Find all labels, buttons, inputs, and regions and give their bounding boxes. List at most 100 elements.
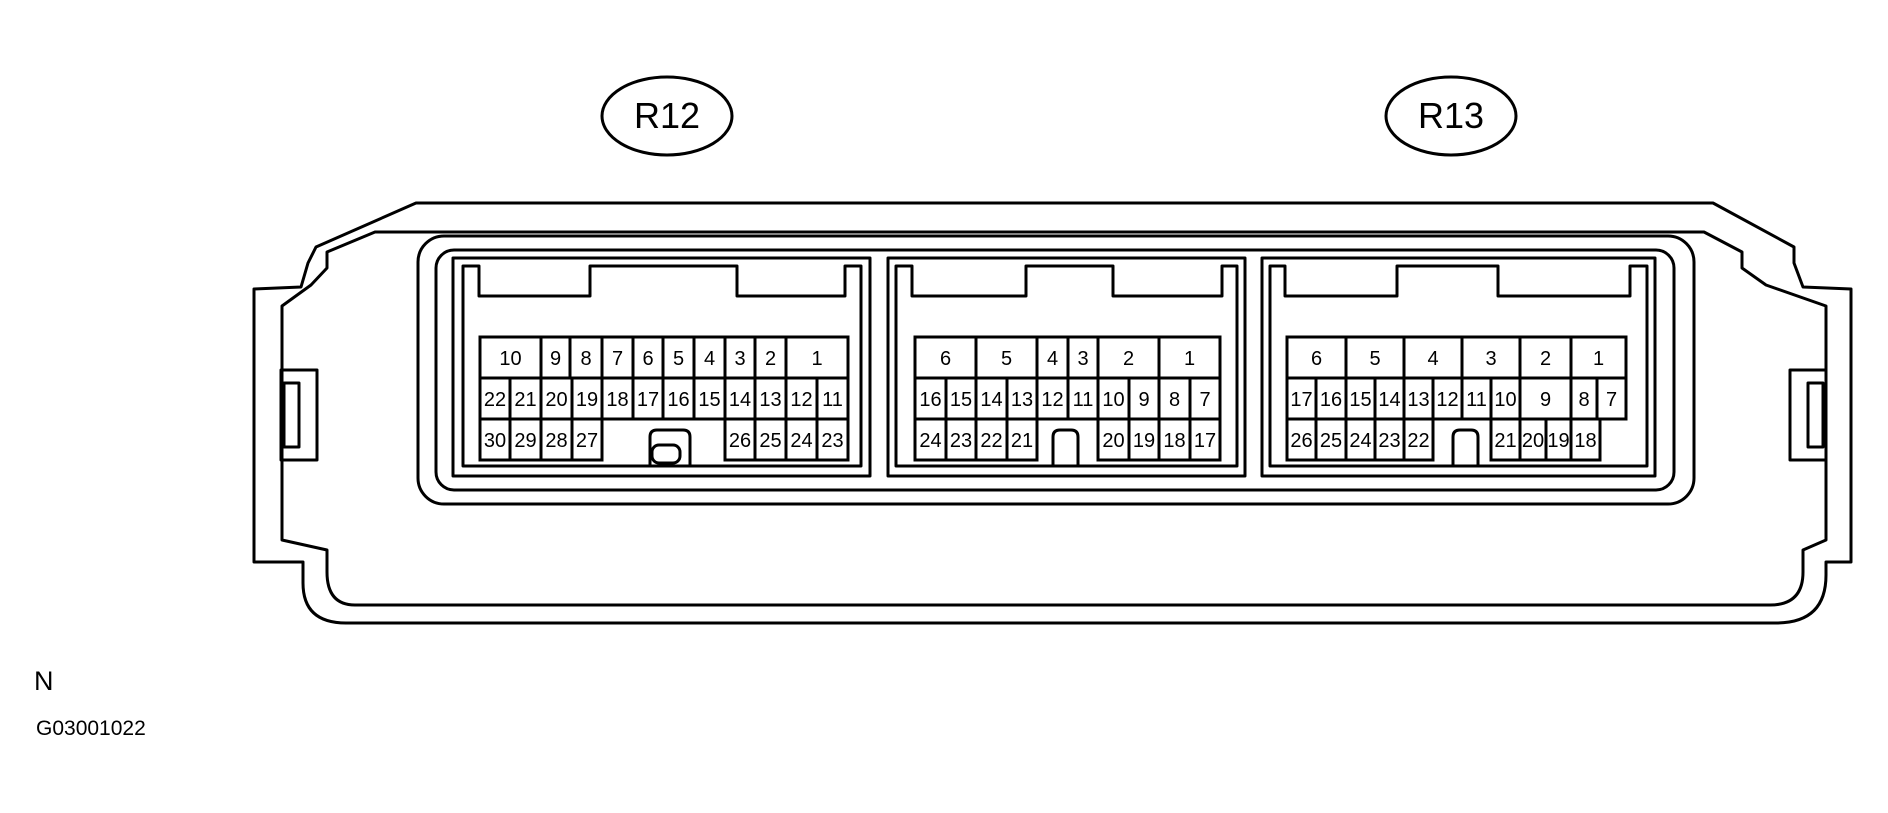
callout-label: R13 (1418, 95, 1484, 136)
pin-number: 28 (545, 430, 567, 452)
pin-number: 4 (704, 348, 715, 370)
keying-notch (648, 428, 692, 466)
pin-number: 5 (673, 348, 684, 370)
pin-number: 7 (1606, 389, 1617, 411)
pin-cell (1005, 417, 1039, 462)
pin-number: 15 (950, 389, 972, 411)
pin-number: 2 (765, 348, 776, 370)
pin-number: 2 (1123, 348, 1134, 370)
pin-number: 3 (1077, 348, 1088, 370)
pin-number: 3 (734, 348, 745, 370)
connector-shell-mid (886, 256, 1247, 478)
pin-number: 20 (545, 389, 567, 411)
pin-number: 16 (667, 389, 689, 411)
pin-number: 14 (1378, 389, 1400, 411)
pin-number: 27 (576, 430, 598, 452)
pin-number: 1 (1593, 348, 1604, 370)
pin-number: 4 (1427, 348, 1438, 370)
pin-number: 26 (729, 430, 751, 452)
connector-shell-r12 (451, 256, 872, 478)
right-latch (1788, 368, 1828, 462)
pin-number: 18 (1163, 430, 1185, 452)
face-plate-outer (416, 234, 1696, 506)
pin-number: 1 (1184, 348, 1195, 370)
pin-number: 9 (550, 348, 561, 370)
left-latch-inner (282, 381, 301, 449)
pin-number: 8 (1578, 389, 1589, 411)
pin-number: 22 (980, 430, 1002, 452)
pin-number: 6 (642, 348, 653, 370)
pin-number: 15 (698, 389, 720, 411)
pin-cell (815, 417, 850, 462)
pin-number: 9 (1540, 389, 1551, 411)
pin-number: 7 (612, 348, 623, 370)
callout-label: R12 (634, 95, 700, 136)
pin-number: 3 (1485, 348, 1496, 370)
pin-number: 16 (1320, 389, 1342, 411)
pin-number: 11 (1466, 389, 1487, 411)
pin-number: 14 (729, 389, 751, 411)
pin-number: 24 (919, 430, 941, 452)
pin-number: 13 (1407, 389, 1429, 411)
pin-number: 17 (1194, 430, 1216, 452)
pin-number: 17 (1290, 389, 1312, 411)
pin-number: 11 (822, 389, 843, 411)
right-latch-inner (1806, 381, 1825, 449)
pin-number: 16 (919, 389, 941, 411)
pin-cell (1569, 417, 1602, 462)
pin-number: 26 (1290, 430, 1312, 452)
pin-number: 5 (1369, 348, 1380, 370)
pin-number: 10 (1494, 389, 1516, 411)
left-latch (279, 368, 319, 462)
pin-number: 12 (790, 389, 812, 411)
connector-hood-r13 (1268, 264, 1649, 468)
pin-number: 12 (1041, 389, 1063, 411)
connector-shell-r13 (1260, 256, 1657, 478)
pin-number: 6 (940, 348, 951, 370)
pin-number: 30 (484, 430, 506, 452)
pin-number: 10 (499, 348, 521, 370)
pin-number: 18 (1574, 430, 1596, 452)
pin-number: 22 (484, 389, 506, 411)
orientation-label: N (34, 666, 54, 696)
pin-number: 29 (514, 430, 536, 452)
pin-number: 11 (1073, 389, 1094, 411)
pin-number: 24 (1349, 430, 1371, 452)
pin-number: 15 (1349, 389, 1371, 411)
keying-notch (1451, 428, 1480, 466)
pin-number: 23 (1378, 430, 1400, 452)
pin-number: 5 (1001, 348, 1012, 370)
pin-number: 25 (759, 430, 781, 452)
face-plate-inner (434, 248, 1676, 492)
pin-number: 9 (1138, 389, 1149, 411)
pin-number: 14 (980, 389, 1002, 411)
pin-number: 24 (790, 430, 812, 452)
pin-number: 13 (759, 389, 781, 411)
pin-number: 10 (1102, 389, 1124, 411)
pin-number: 22 (1407, 430, 1429, 452)
pin-number: 20 (1102, 430, 1124, 452)
pin-number: 7 (1199, 389, 1210, 411)
pin-number: 4 (1047, 348, 1058, 370)
pin-cell (570, 417, 604, 462)
key-slot (650, 443, 682, 465)
housing-inner (280, 230, 1828, 607)
pin-number: 8 (580, 348, 591, 370)
pin-number: 19 (1547, 430, 1569, 452)
keying-notch (1051, 428, 1080, 466)
pin-number: 19 (576, 389, 598, 411)
pin-number: 12 (1436, 389, 1458, 411)
connector-hood-r12 (461, 264, 863, 468)
pin-cell (1595, 376, 1628, 421)
pin-number: 2 (1540, 348, 1551, 370)
pin-number: 21 (1494, 430, 1516, 452)
connector-hood-mid (894, 264, 1239, 468)
pin-cell (1188, 417, 1222, 462)
pin-number: 23 (950, 430, 972, 452)
pin-number: 25 (1320, 430, 1342, 452)
pin-number: 6 (1311, 348, 1322, 370)
